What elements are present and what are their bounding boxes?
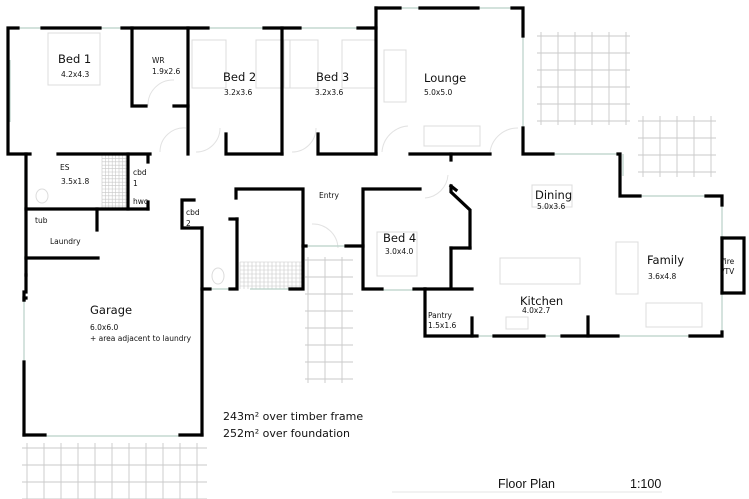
room-labels: Bed 1 4.2x4.3 WR 1.9x2.6 Bed 2 3.2x3.6 B… bbox=[35, 52, 735, 343]
laundry-label: Laundry bbox=[50, 237, 81, 246]
bed-1-size: 4.2x4.3 bbox=[61, 70, 90, 79]
door-lounge-a bbox=[381, 125, 409, 153]
bed-2-label: Bed 2 bbox=[223, 70, 256, 84]
area-notes: 243m² over timber frame 252m² over found… bbox=[223, 410, 363, 440]
es-label: ES bbox=[60, 163, 70, 172]
kitchen-label: Kitchen bbox=[520, 294, 563, 308]
es-toilet bbox=[35, 188, 49, 204]
area-timber-frame: 243m² over timber frame bbox=[223, 410, 363, 423]
kitchen-island bbox=[499, 257, 581, 285]
garage-note: + area adjacent to laundry bbox=[90, 334, 192, 343]
plan-scale: 1:100 bbox=[630, 477, 661, 491]
windows bbox=[9, 7, 723, 437]
door-entry bbox=[311, 223, 339, 249]
lounge-sofa-left bbox=[383, 49, 407, 103]
deck-grid-top-right bbox=[537, 32, 630, 125]
bed-4-bed bbox=[376, 231, 418, 277]
door-bed2 bbox=[195, 127, 221, 153]
bath-tiles bbox=[239, 261, 302, 289]
family-sofa-bottom bbox=[645, 302, 703, 328]
es-size: 3.5x1.8 bbox=[61, 177, 90, 186]
pantry-label: Pantry bbox=[428, 311, 453, 320]
kitchen-sink bbox=[505, 316, 529, 330]
es-shower-tiles bbox=[101, 154, 128, 209]
dining-label: Dining bbox=[535, 188, 572, 202]
family-label: Family bbox=[647, 253, 684, 267]
bed-3-size: 3.2x3.6 bbox=[315, 88, 344, 97]
door-lounge-b bbox=[489, 127, 519, 153]
bed-4-size: 3.0x4.0 bbox=[385, 247, 414, 256]
bed-4-label: Bed 4 bbox=[383, 231, 416, 245]
family-size: 3.6x4.8 bbox=[648, 272, 677, 281]
wr-label: WR bbox=[152, 56, 165, 65]
garage-size: 6.0x6.0 bbox=[90, 323, 119, 332]
hwc-label: hwc bbox=[133, 197, 148, 206]
lounge-sofa-bottom bbox=[423, 125, 481, 147]
tub-label: tub bbox=[35, 216, 48, 225]
bed-1-label: Bed 1 bbox=[58, 52, 91, 66]
lounge-label: Lounge bbox=[424, 71, 466, 85]
plan-title: Floor Plan bbox=[498, 477, 555, 491]
lounge-size: 5.0x5.0 bbox=[424, 88, 453, 97]
pantry-size: 1.5x1.6 bbox=[428, 321, 457, 330]
walls bbox=[6, 6, 746, 437]
cbd-1-label: cbd bbox=[133, 168, 147, 177]
area-foundation: 252m² over foundation bbox=[223, 427, 350, 440]
door-bed4 bbox=[424, 174, 449, 199]
toilet bbox=[211, 267, 225, 285]
door-bed1 bbox=[159, 127, 187, 153]
garage-label: Garage bbox=[90, 303, 132, 317]
family-sofa-left bbox=[615, 241, 639, 295]
dining-size: 5.0x3.6 bbox=[537, 202, 566, 211]
dining-table bbox=[531, 184, 573, 208]
paving-grid-garage bbox=[22, 443, 207, 499]
bed-2-bed bbox=[191, 39, 227, 89]
paving-grid-entry bbox=[305, 257, 353, 383]
fire-label: fire bbox=[722, 257, 735, 266]
bed-3-label: Bed 3 bbox=[316, 70, 349, 84]
bed-1-furniture bbox=[47, 32, 101, 86]
cbd-1-number: 1 bbox=[133, 179, 138, 188]
cbd-2-number: 2 bbox=[186, 219, 191, 228]
entry-label: Entry bbox=[319, 191, 340, 200]
bed-2-bed-b bbox=[255, 39, 291, 89]
deck-grid-right bbox=[638, 116, 716, 177]
kitchen-size: 4.0x2.7 bbox=[522, 306, 551, 315]
tv-label: /TV bbox=[722, 267, 735, 276]
door-bed3 bbox=[291, 127, 317, 153]
wr-size: 1.9x2.6 bbox=[152, 67, 181, 76]
door-swings bbox=[147, 79, 519, 249]
bed-2-size: 3.2x3.6 bbox=[224, 88, 253, 97]
bed-3-bed bbox=[283, 39, 319, 89]
title-block: Floor Plan 1:100 bbox=[392, 477, 662, 493]
cbd-2-label: cbd bbox=[186, 208, 200, 217]
door-wr bbox=[147, 79, 175, 107]
furniture bbox=[35, 32, 703, 330]
